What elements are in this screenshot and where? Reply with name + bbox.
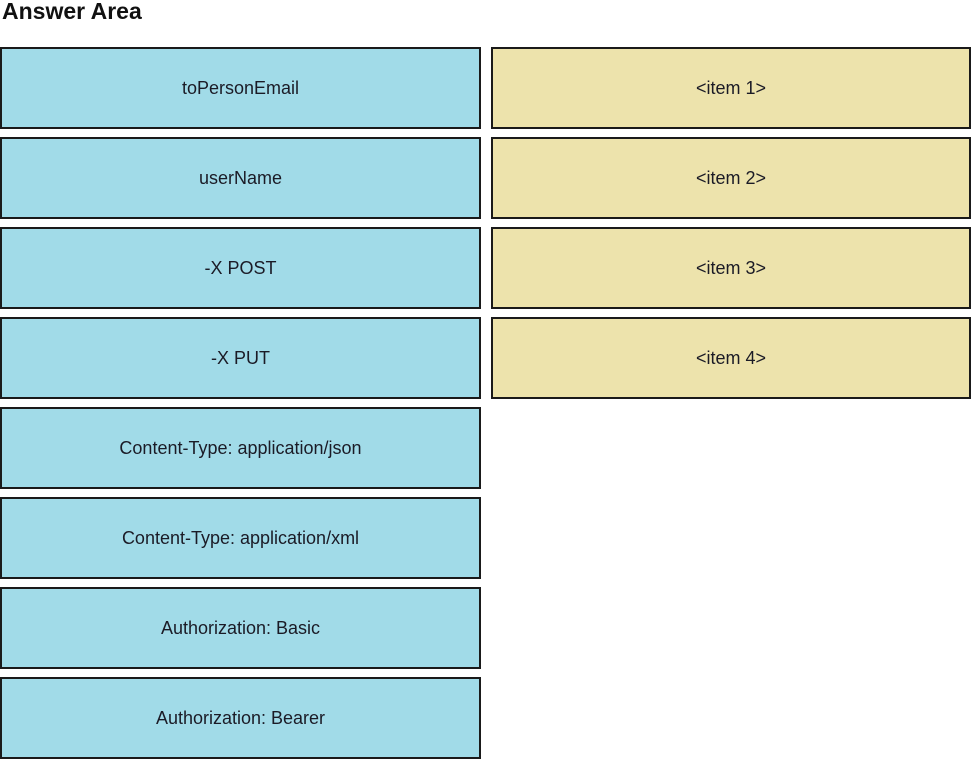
drag-drop-board: toPersonEmail userName -X POST -X PUT Co… [0,47,971,759]
source-item-x-put[interactable]: -X PUT [0,317,481,399]
source-item-content-type-xml[interactable]: Content-Type: application/xml [0,497,481,579]
source-item-content-type-json[interactable]: Content-Type: application/json [0,407,481,489]
source-item-authorization-basic[interactable]: Authorization: Basic [0,587,481,669]
source-item-username[interactable]: userName [0,137,481,219]
target-slot-item-3[interactable]: <item 3> [491,227,971,309]
source-item-x-post[interactable]: -X POST [0,227,481,309]
target-slot-item-4[interactable]: <item 4> [491,317,971,399]
source-item-topersonemail[interactable]: toPersonEmail [0,47,481,129]
source-item-authorization-bearer[interactable]: Authorization: Bearer [0,677,481,759]
page-title: Answer Area [2,0,142,24]
target-slot-item-1[interactable]: <item 1> [491,47,971,129]
target-slot-item-2[interactable]: <item 2> [491,137,971,219]
